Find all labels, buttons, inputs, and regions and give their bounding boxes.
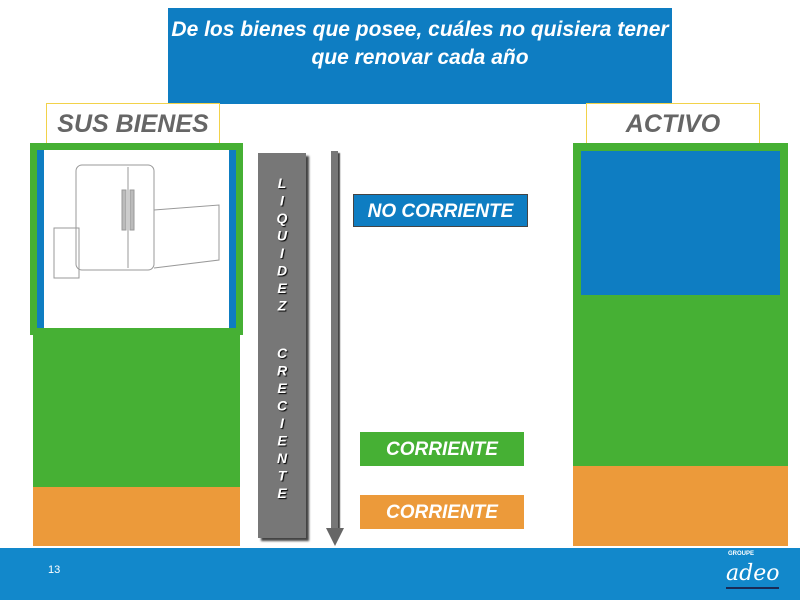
footer-bar: 13 GROUPE adeo xyxy=(0,548,800,600)
fridge-sketch-image xyxy=(44,150,229,328)
right-green-block xyxy=(573,300,788,466)
liquidez-label: LIQUIDEZ xyxy=(274,175,290,315)
corriente-green-label: CORRIENTE xyxy=(360,432,524,466)
logo-groupe: GROUPE xyxy=(728,551,755,557)
liquidez-creciente-bar: LIQUIDEZ CRECIENTE xyxy=(258,153,306,538)
left-orange-block xyxy=(33,487,240,546)
fridge-image-frame xyxy=(30,143,243,335)
sus-bienes-header: SUS BIENES xyxy=(46,103,220,145)
no-corriente-label: NO CORRIENTE xyxy=(353,194,528,227)
right-blue-block xyxy=(581,151,780,295)
slide-title: De los bienes que posee, cuáles no quisi… xyxy=(168,8,672,104)
activo-header: ACTIVO xyxy=(586,103,760,145)
left-green-block xyxy=(33,335,240,487)
creciente-label: CRECIENTE xyxy=(274,345,290,503)
adeo-logo: adeo xyxy=(726,561,780,589)
corriente-orange-label: CORRIENTE xyxy=(360,495,524,529)
page-number: 13 xyxy=(48,564,61,576)
right-orange-block xyxy=(573,466,788,546)
arrow-shaft xyxy=(331,151,338,531)
arrow-down-icon xyxy=(326,528,344,546)
right-no-corriente-frame xyxy=(573,143,788,300)
